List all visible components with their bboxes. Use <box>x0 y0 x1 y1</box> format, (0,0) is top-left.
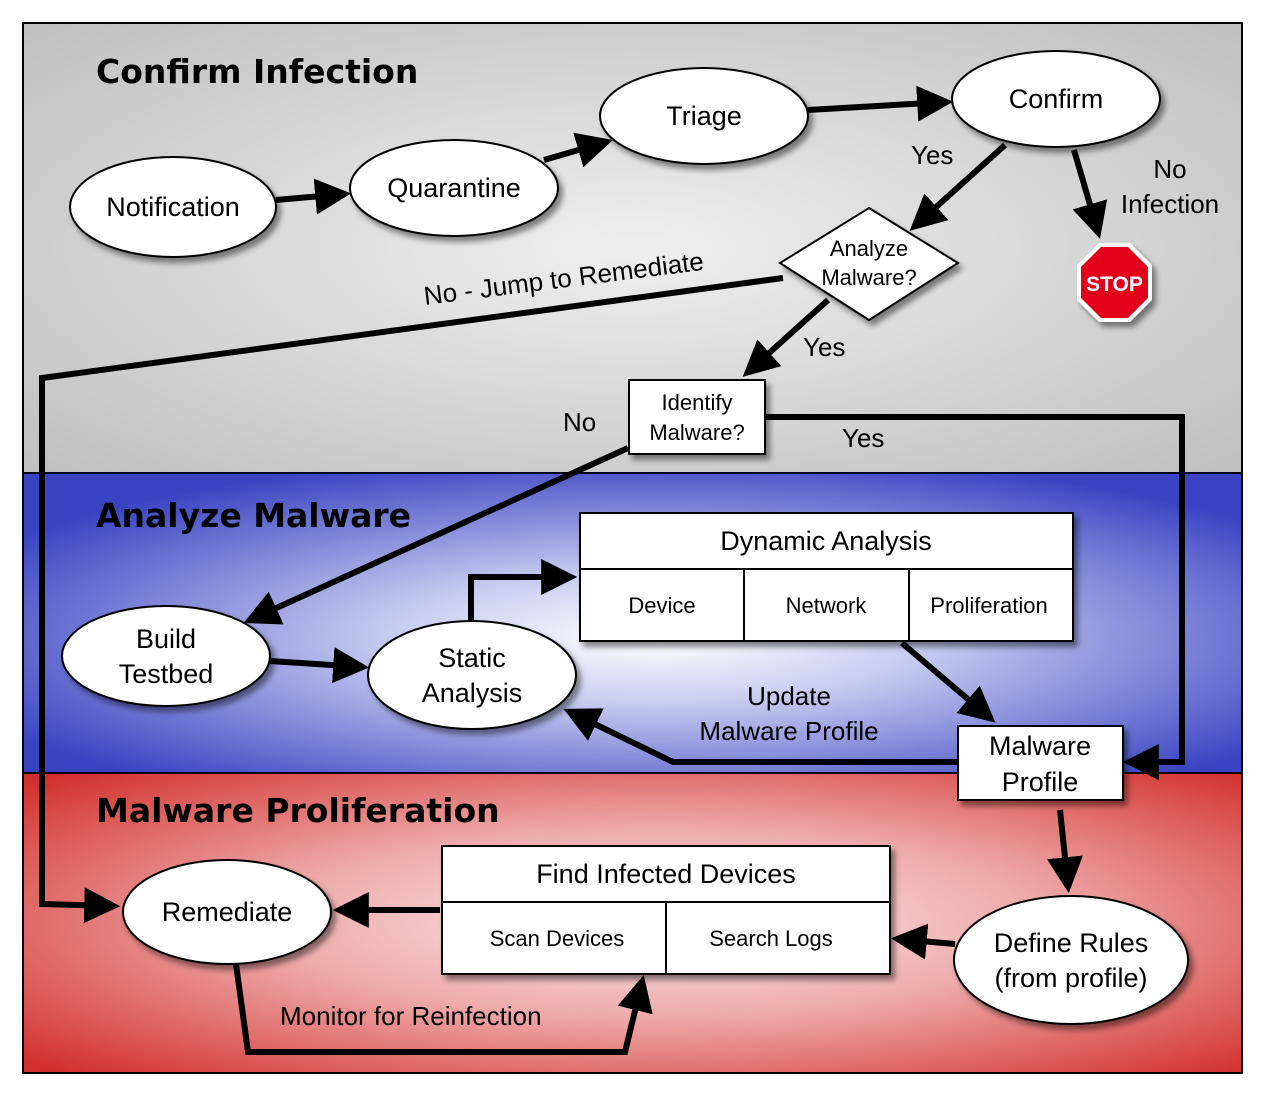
dynamic-cell-network: Network <box>786 593 868 618</box>
edge-confirm-analyze <box>909 142 1008 231</box>
analyze-decision-line2: Malware? <box>821 265 916 290</box>
node-identify-malware[interactable]: Identify Malware? <box>628 379 766 455</box>
node-static-analysis[interactable]: Static Analysis <box>367 620 577 730</box>
label-monitor-reinfection: Monitor for Reinfection <box>280 1001 542 1031</box>
label-update-line1: Update <box>747 681 831 711</box>
section-title-confirm: Confirm Infection <box>96 52 418 91</box>
find-cell-search: Search Logs <box>709 926 833 951</box>
label-yes-confirm: Yes <box>911 140 953 170</box>
edge-analyze-identify <box>742 297 831 377</box>
static-line1: Static <box>438 643 506 673</box>
section-title-analyze: Analyze Malware <box>96 496 411 535</box>
node-quarantine[interactable]: Quarantine <box>349 139 559 237</box>
build-line2: Testbed <box>119 659 214 689</box>
profile-line2: Profile <box>1002 767 1079 797</box>
node-build-testbed[interactable]: Build Testbed <box>61 605 271 707</box>
node-dynamic-analysis[interactable]: Dynamic Analysis Device Network Prolifer… <box>579 512 1074 642</box>
node-find-infected-devices[interactable]: Find Infected Devices Scan Devices Searc… <box>441 845 891 975</box>
edge-confirm-stop <box>1071 149 1108 239</box>
rules-line1: Define Rules <box>994 928 1149 958</box>
identify-line1: Identify <box>662 390 733 415</box>
profile-line1: Malware <box>989 731 1091 761</box>
edge-build-static <box>269 647 370 684</box>
dynamic-title: Dynamic Analysis <box>720 526 932 556</box>
label-no-identify: No <box>563 407 596 437</box>
label-yes-identify: Yes <box>842 423 884 453</box>
node-notification[interactable]: Notification <box>69 156 277 258</box>
edge-dynamic-profile <box>900 640 996 723</box>
edge-notification-quarantine <box>275 178 352 215</box>
edge-identify-profile <box>766 414 1185 780</box>
build-line1: Build <box>136 624 196 654</box>
remediate-label: Remediate <box>162 897 293 927</box>
edge-profile-static <box>563 708 958 765</box>
edge-triage-confirm <box>807 85 954 122</box>
node-triage[interactable]: Triage <box>599 67 809 165</box>
edge-static-dynamic <box>468 559 578 622</box>
analyze-decision-line1: Analyze <box>830 236 908 261</box>
stop-sign-icon: STOP <box>1077 243 1152 322</box>
label-no-infection-line2: Infection <box>1121 189 1219 219</box>
node-malware-profile[interactable]: Malware Profile <box>957 725 1124 801</box>
label-no-infection-line1: No <box>1153 154 1186 184</box>
node-define-rules[interactable]: Define Rules (from profile) <box>953 895 1189 1025</box>
node-confirm[interactable]: Confirm <box>951 50 1161 148</box>
notification-label: Notification <box>106 192 240 222</box>
label-update-line2: Malware Profile <box>699 716 878 746</box>
confirm-label: Confirm <box>1009 84 1104 114</box>
edge-monitor-reinfection <box>233 963 653 1055</box>
edge-jump-to-remediate <box>39 275 784 924</box>
find-title: Find Infected Devices <box>536 859 796 889</box>
stop-label: STOP <box>1086 273 1143 296</box>
edge-rules-find <box>890 923 956 960</box>
node-analyze-malware-decision[interactable]: Analyze Malware? <box>778 206 960 322</box>
static-line2: Analysis <box>422 678 523 708</box>
find-cell-scan: Scan Devices <box>490 926 625 951</box>
rules-line2: (from profile) <box>994 963 1147 993</box>
dynamic-cell-device: Device <box>628 593 695 618</box>
quarantine-label: Quarantine <box>387 173 521 203</box>
label-yes-analyze: Yes <box>803 332 845 362</box>
section-title-proliferation: Malware Proliferation <box>96 791 500 830</box>
edge-profile-rules <box>1047 809 1083 894</box>
edge-identify-build <box>243 445 630 625</box>
edge-quarantine-triage <box>543 132 613 168</box>
identify-line2: Malware? <box>649 420 744 445</box>
triage-label: Triage <box>666 101 742 131</box>
node-remediate[interactable]: Remediate <box>122 859 332 965</box>
dynamic-cell-proliferation: Proliferation <box>930 593 1047 618</box>
